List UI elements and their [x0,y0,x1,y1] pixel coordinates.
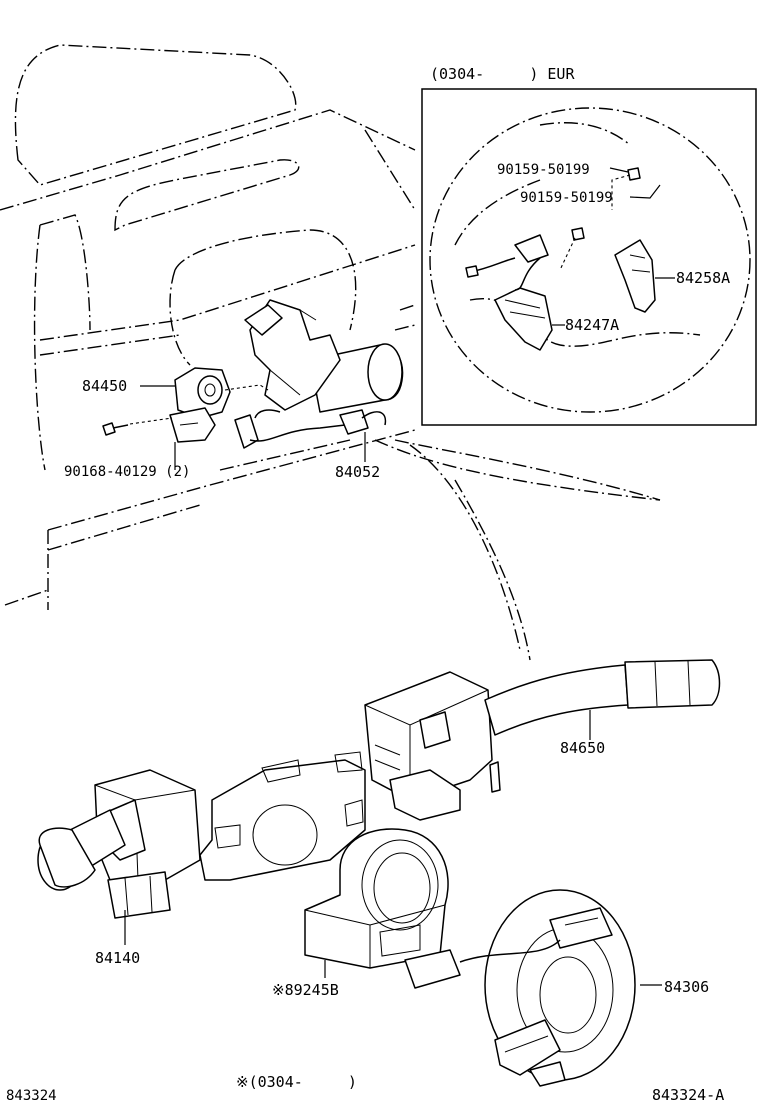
steering-column [244,299,404,413]
inset-header: (0304- ) EUR [430,65,575,83]
inset-label-90159-a: 90159-50199 [497,162,590,178]
label-90168: 90168-40129 (2) [64,464,190,480]
leader-90159-b [629,184,661,199]
assembly-line-84450 [224,384,269,391]
inset-label-90159-b: 90159-50199 [520,190,613,206]
inset-label-84258a: 84258A [676,269,730,287]
dashboard-outline [0,44,661,661]
footer-note: ※(0304- ) [236,1073,357,1091]
part-84306-spiral-cable [404,889,636,1087]
label-84450: 84450 [82,377,127,395]
label-89245b: ※89245B [272,981,339,999]
inset-label-84247a: 84247A [565,316,619,334]
part-84052-harness [234,409,387,449]
label-84306: 84306 [664,978,709,996]
inset-frame [421,88,757,426]
footer-left-code: 843324 [6,1088,57,1104]
part-84650-wiper-switch [364,659,721,821]
footer-right-code: 843324-A [652,1086,724,1104]
part-84140-light-switch [37,769,201,919]
screw-90168 [102,417,173,436]
part-89245b-sensor [304,828,449,969]
leader-90159-a [609,167,629,173]
part-84450-switch [169,367,231,443]
switch-bracket [199,751,366,881]
label-84140: 84140 [95,949,140,967]
label-84650: 84650 [560,739,605,757]
inset-box: (0304- ) EUR 90159-50199 90159-50199 84 [421,65,757,426]
label-84052: 84052 [335,463,380,481]
